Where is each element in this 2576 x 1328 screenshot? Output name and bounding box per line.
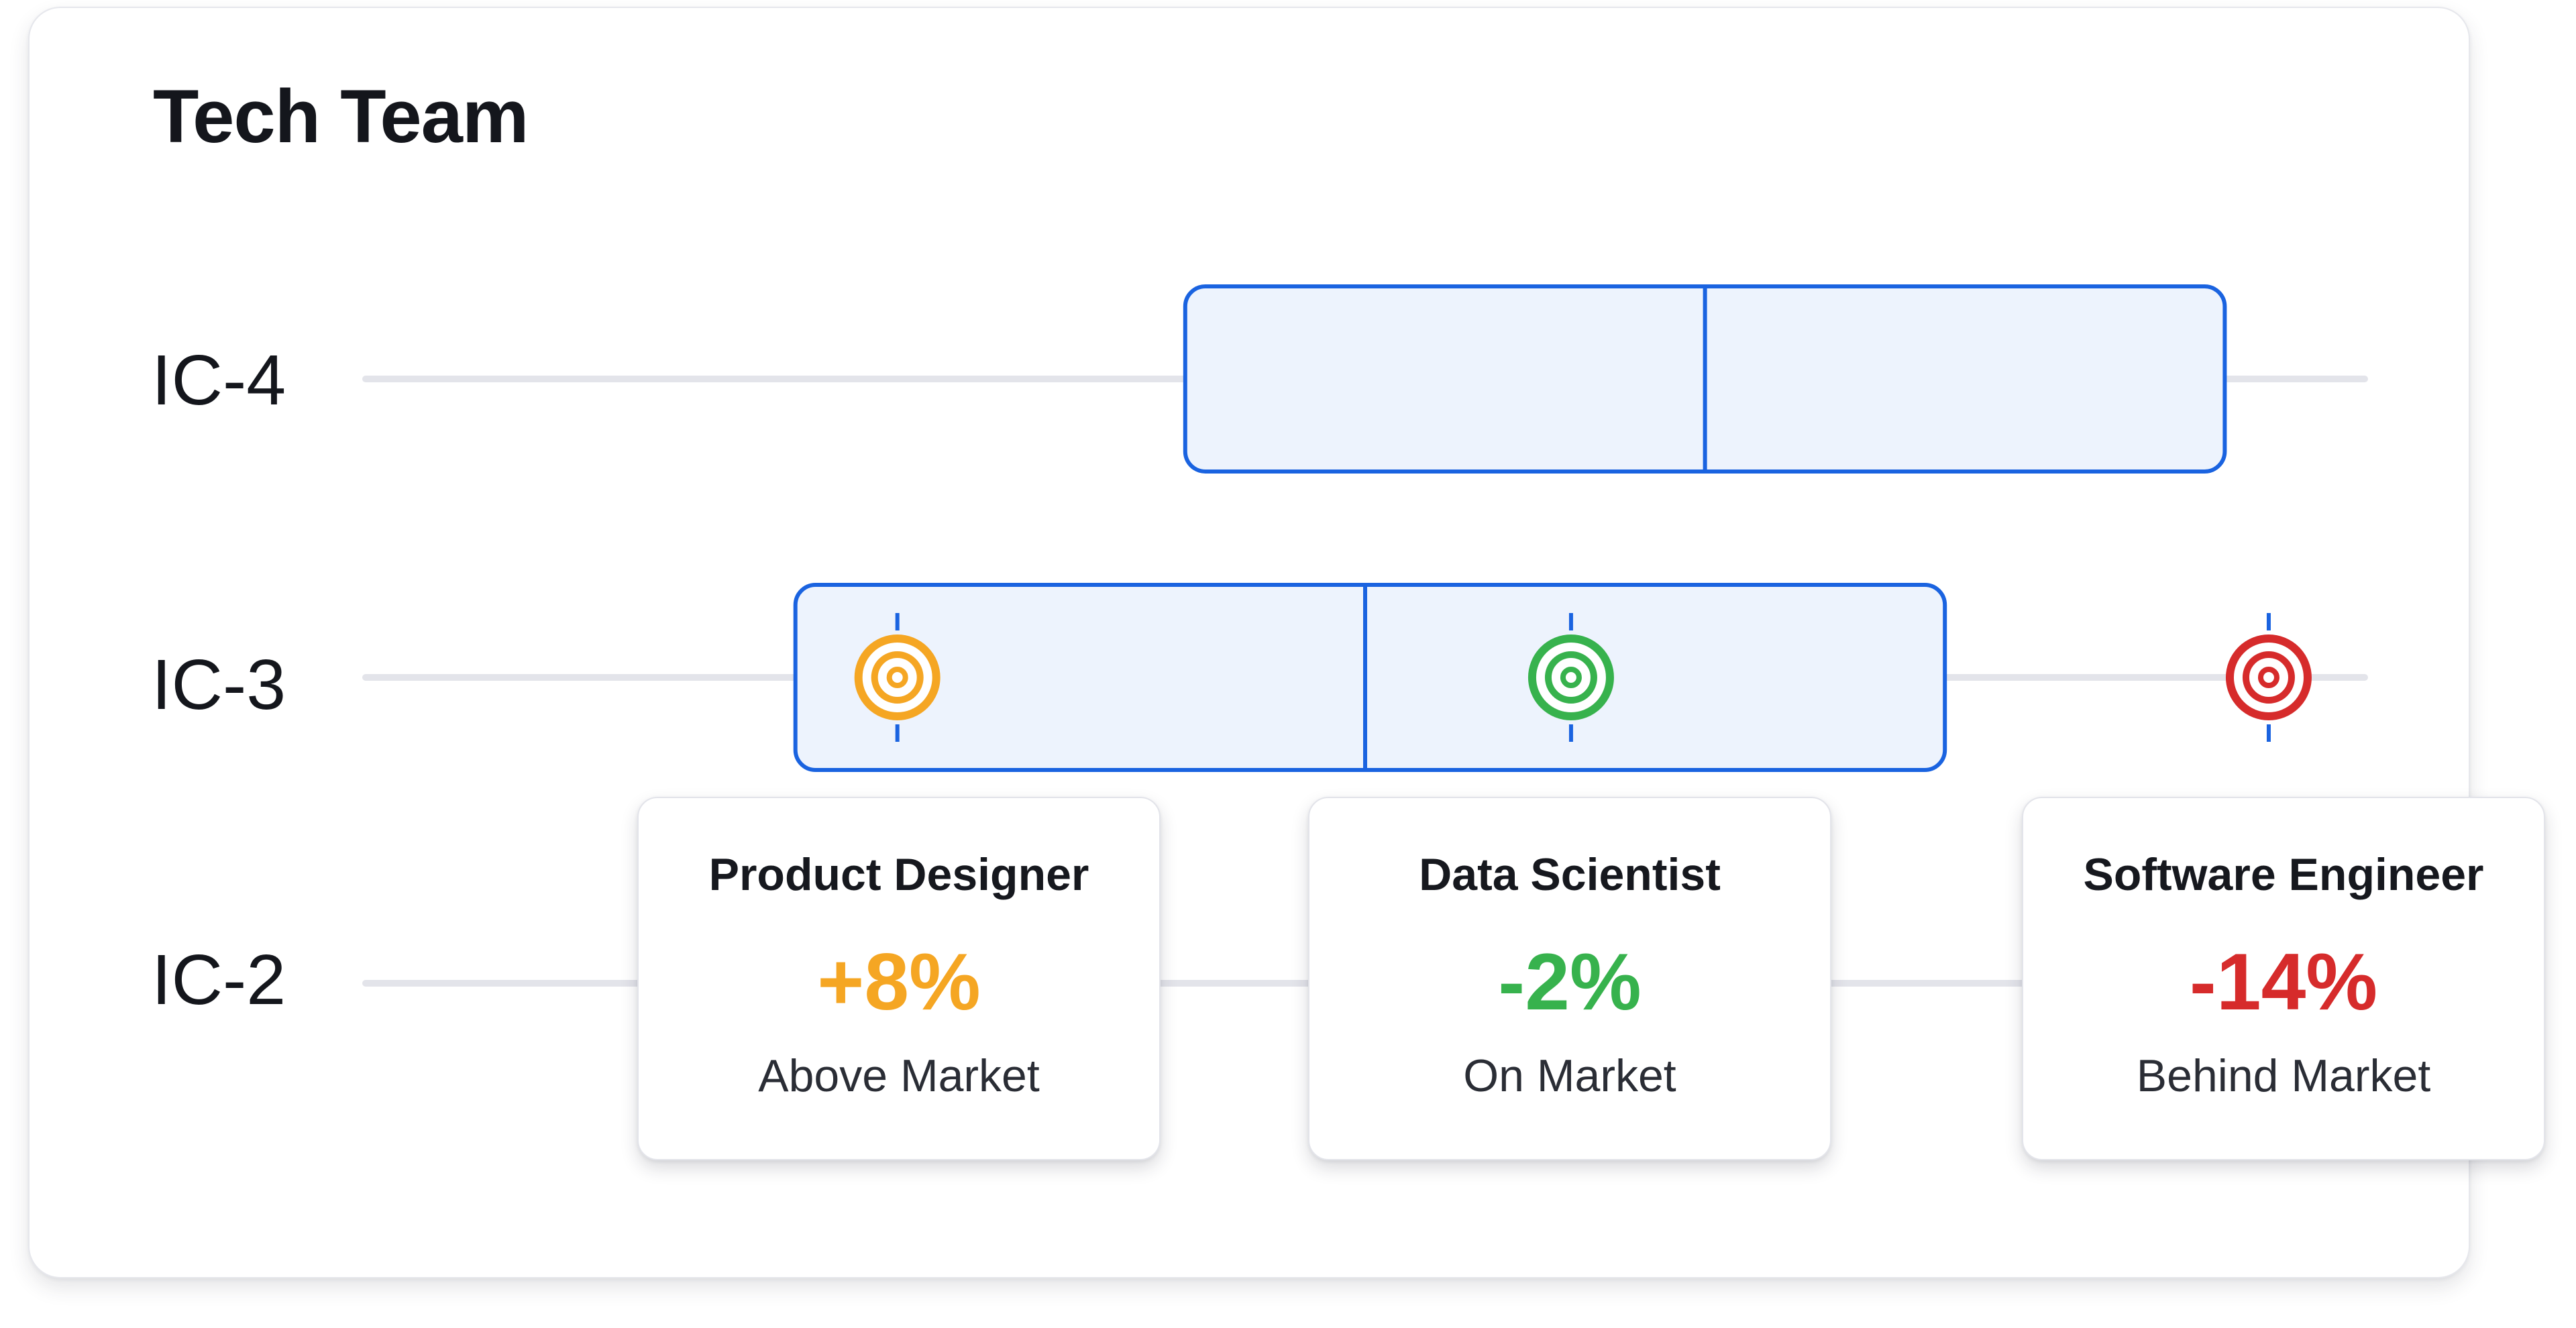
level-label-ic4: IC-4 (152, 341, 286, 420)
target-center-product-designer (886, 667, 908, 688)
target-center-software-engineer (2257, 667, 2279, 688)
target-center-data-scientist (1560, 667, 1582, 688)
target-ring-data-scientist (1544, 651, 1597, 704)
role-card-product-designer[interactable]: Product Designer +8% Above Market (637, 797, 1161, 1160)
role-name: Product Designer (708, 849, 1089, 900)
range-box-ic-3 (793, 583, 1947, 772)
market-status: On Market (1463, 1050, 1676, 1101)
role-name: Data Scientist (1419, 849, 1721, 900)
market-status: Above Market (758, 1050, 1040, 1101)
role-card-software-engineer[interactable]: Software Engineer -14% Behind Market (2022, 797, 2545, 1160)
target-icon-data-scientist (1527, 634, 1614, 720)
market-delta: -14% (2189, 937, 2378, 1027)
role-card-data-scientist[interactable]: Data Scientist -2% On Market (1308, 797, 1831, 1160)
role-name: Software Engineer (2083, 849, 2484, 900)
chart-title: Tech Team (153, 74, 529, 158)
target-icon-product-designer (854, 634, 941, 720)
target-icon-software-engineer (2225, 634, 2312, 720)
level-label-ic3: IC-3 (152, 645, 286, 724)
level-label-ic2: IC-2 (152, 940, 286, 1019)
target-ring-product-designer (871, 651, 924, 704)
target-ring-software-engineer (2242, 651, 2295, 704)
market-delta: +8% (817, 937, 981, 1027)
market-status: Behind Market (2136, 1050, 2431, 1101)
market-delta: -2% (1498, 937, 1642, 1027)
